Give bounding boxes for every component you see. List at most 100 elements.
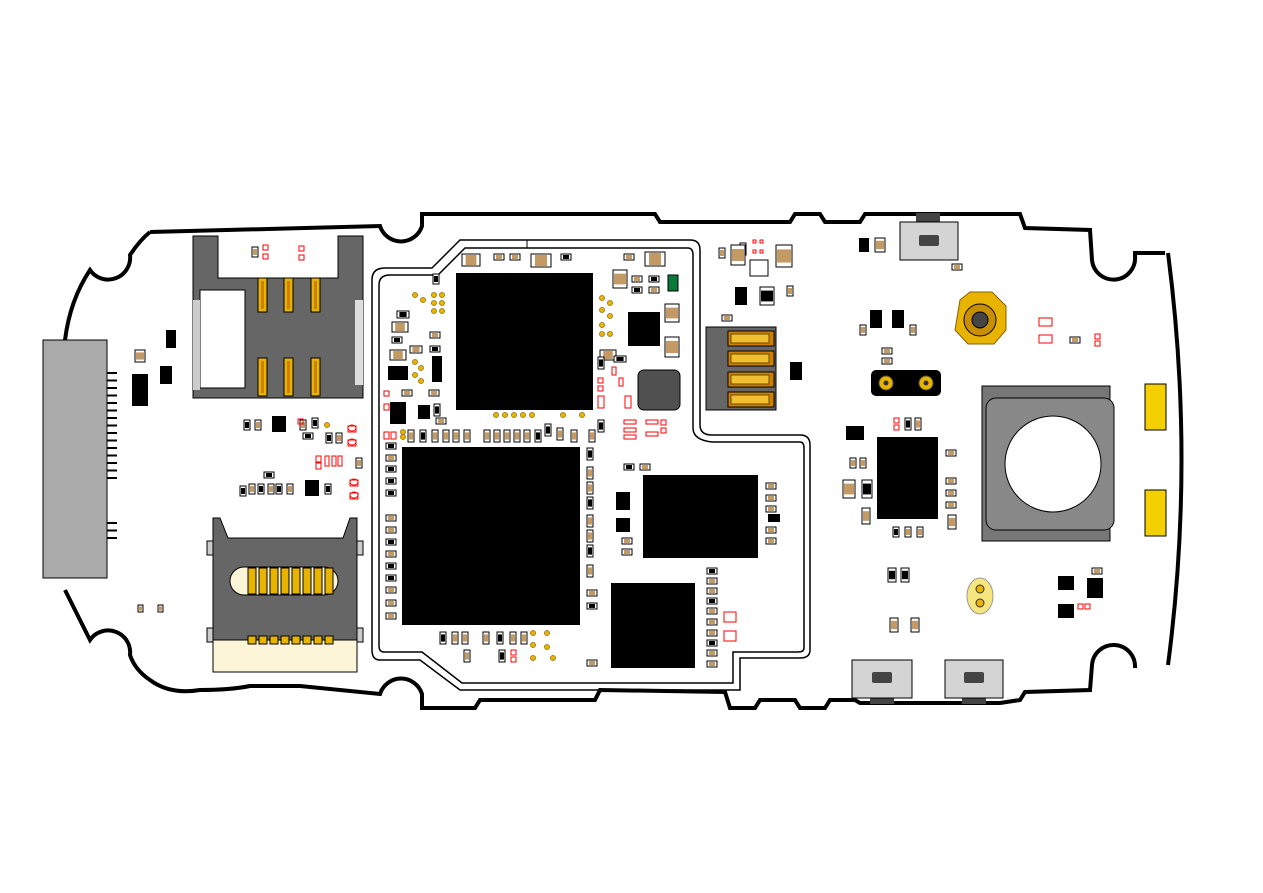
component-body bbox=[649, 253, 661, 265]
component-body bbox=[388, 588, 394, 592]
sd-contact bbox=[291, 567, 301, 595]
component-body bbox=[709, 569, 715, 573]
component-body bbox=[863, 483, 871, 495]
footprint-pad bbox=[597, 377, 604, 384]
component-body bbox=[337, 435, 341, 441]
footprint-pad bbox=[623, 434, 637, 440]
component-body bbox=[626, 465, 632, 469]
component-body bbox=[159, 606, 162, 611]
footprint-pad bbox=[752, 239, 757, 244]
component-body bbox=[916, 420, 920, 428]
sd-contact bbox=[258, 635, 268, 645]
power-ic-chip bbox=[643, 475, 758, 558]
side-switch[interactable] bbox=[944, 659, 1004, 704]
vibration-motor-pads bbox=[966, 577, 994, 615]
battery-contact-highlight bbox=[730, 374, 770, 385]
footprint-pad bbox=[383, 403, 390, 411]
test-point bbox=[412, 372, 418, 378]
test-point bbox=[607, 331, 613, 337]
transistor bbox=[870, 310, 882, 328]
transistor bbox=[859, 238, 869, 252]
transistor bbox=[1058, 576, 1074, 590]
sd-contact bbox=[302, 567, 312, 595]
test-point bbox=[400, 429, 406, 435]
test-point bbox=[420, 297, 426, 303]
component-body bbox=[906, 529, 910, 535]
component-body bbox=[388, 564, 394, 568]
transistor bbox=[272, 416, 286, 432]
component-body bbox=[388, 516, 394, 520]
footprint-pad bbox=[383, 390, 390, 397]
test-point bbox=[418, 378, 424, 384]
footprint-pad bbox=[315, 462, 322, 470]
component-body bbox=[918, 529, 922, 535]
transistor bbox=[166, 330, 176, 348]
footprint-pad bbox=[1077, 603, 1084, 610]
transistor bbox=[432, 356, 442, 382]
component-body bbox=[709, 589, 715, 593]
sd-contact bbox=[324, 635, 334, 645]
component-body bbox=[709, 631, 715, 635]
footprint-pad bbox=[347, 424, 357, 432]
footprint-pad bbox=[759, 249, 764, 254]
connector-pin bbox=[107, 469, 117, 472]
component-body bbox=[498, 634, 502, 642]
transistor bbox=[418, 405, 430, 419]
contact-pad bbox=[1144, 383, 1167, 431]
component-body bbox=[614, 273, 626, 285]
test-point bbox=[439, 300, 445, 306]
component-body bbox=[253, 249, 257, 255]
test-point bbox=[550, 655, 556, 661]
component-body bbox=[720, 250, 724, 256]
test-point bbox=[530, 630, 536, 636]
component-body bbox=[709, 609, 715, 613]
component-body bbox=[709, 662, 715, 666]
sim-contact-highlight bbox=[314, 281, 317, 309]
component-body bbox=[139, 606, 142, 611]
test-point bbox=[544, 644, 550, 650]
component-body bbox=[861, 460, 865, 466]
test-point bbox=[431, 300, 437, 306]
component-body bbox=[724, 316, 730, 320]
footprint-pad bbox=[347, 438, 357, 446]
side-switch[interactable] bbox=[899, 213, 959, 261]
side-switch[interactable] bbox=[851, 659, 913, 704]
sd-contact bbox=[280, 567, 290, 595]
component-body bbox=[522, 634, 526, 642]
component-body bbox=[388, 444, 394, 448]
component-body bbox=[546, 426, 550, 434]
component-body bbox=[465, 432, 469, 440]
component-body bbox=[588, 547, 592, 555]
component-body bbox=[434, 276, 438, 282]
footprint-pad bbox=[510, 649, 517, 656]
component-body bbox=[666, 341, 678, 353]
footprint-pad bbox=[723, 630, 737, 642]
component-body bbox=[441, 634, 445, 642]
test-point bbox=[431, 292, 437, 298]
component-body bbox=[245, 422, 249, 428]
test-point bbox=[560, 412, 566, 418]
footprint-pad bbox=[611, 366, 617, 376]
sd-contact bbox=[269, 635, 279, 645]
board-outline bbox=[63, 212, 1184, 710]
test-point bbox=[502, 412, 508, 418]
component-body bbox=[496, 255, 502, 259]
component-body bbox=[327, 435, 331, 441]
connector-pin bbox=[107, 409, 117, 412]
component-body bbox=[948, 491, 954, 495]
component-body bbox=[572, 432, 576, 440]
battery-contact-highlight bbox=[730, 353, 770, 364]
speaker-module bbox=[981, 385, 1115, 542]
footprint-pad bbox=[510, 656, 517, 663]
component-body bbox=[588, 484, 592, 492]
component-body bbox=[603, 351, 613, 359]
test-point bbox=[520, 412, 526, 418]
component-body bbox=[588, 499, 592, 507]
component-body bbox=[624, 539, 630, 543]
test-point bbox=[412, 292, 418, 298]
component-body bbox=[588, 567, 592, 575]
sd-contact bbox=[269, 567, 279, 595]
footprint-pad bbox=[262, 253, 269, 260]
component-body bbox=[768, 539, 774, 543]
battery-connector bbox=[705, 326, 777, 411]
